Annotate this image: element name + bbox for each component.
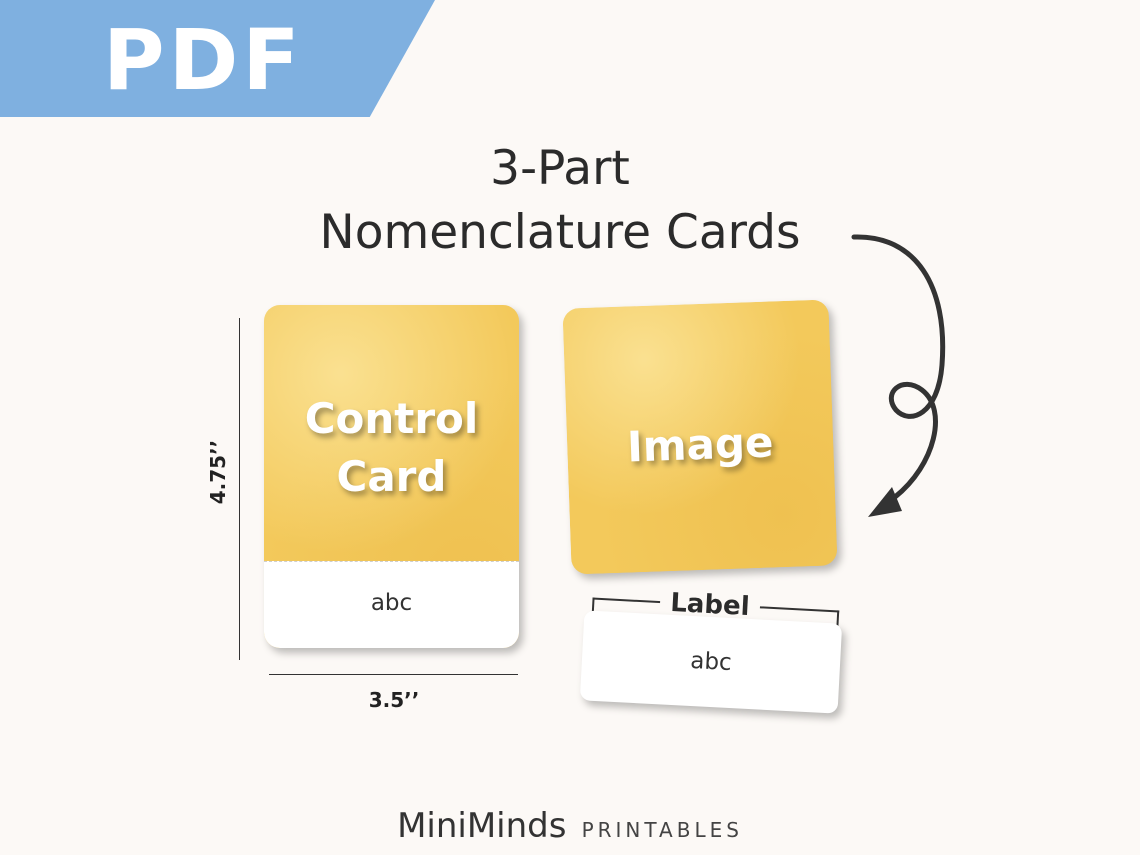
- page-title-line1: 3-Part: [490, 141, 630, 196]
- width-dimension-line: [269, 674, 518, 675]
- height-dimension-line: [239, 318, 240, 660]
- curly-arrow-icon: [851, 234, 946, 517]
- control-card-heading-line1: Control: [304, 394, 479, 443]
- image-card: Image: [562, 299, 838, 575]
- label-card: abc: [579, 610, 843, 714]
- control-card: Control Card abc: [264, 305, 519, 648]
- control-card-label: abc: [370, 590, 413, 616]
- width-dimension-label: 3.5’’: [368, 688, 420, 712]
- control-card-label-area: abc: [264, 561, 519, 648]
- control-card-heading: Control Card: [264, 390, 519, 506]
- pdf-banner: [0, 0, 435, 117]
- footer-brand: MiniMinds PRINTABLES: [0, 806, 1140, 846]
- label-card-text: abc: [689, 647, 733, 677]
- pdf-banner-text: PDF: [103, 11, 304, 109]
- image-card-heading: Image: [626, 417, 775, 472]
- control-card-heading-line2: Card: [336, 452, 447, 501]
- brand-subtitle: PRINTABLES: [581, 818, 743, 842]
- page-title-line2: Nomenclature Cards: [319, 205, 801, 260]
- height-dimension-label: 4.75’’: [206, 439, 230, 505]
- brand-name: MiniMinds: [397, 806, 567, 846]
